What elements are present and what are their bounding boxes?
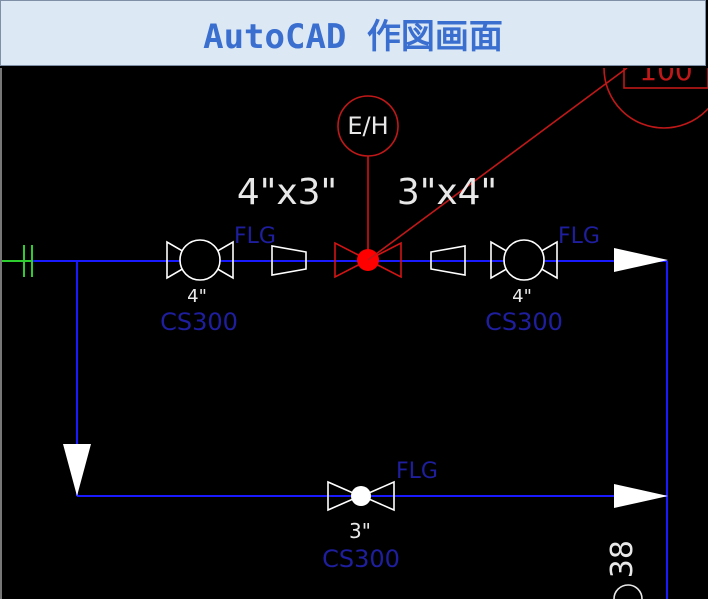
tag-number: 100	[639, 68, 692, 87]
right-edge-glyph-fragment	[613, 584, 643, 599]
right-reducer-symbol[interactable]	[430, 245, 466, 276]
right-valve-size: 4"	[512, 286, 532, 307]
drawing-canvas[interactable]: E/H 100	[0, 68, 708, 599]
flg-label-right: FLG	[558, 224, 600, 249]
left-valve-symbol[interactable]	[166, 239, 234, 281]
flange-symbol	[2, 245, 33, 277]
left-valve-size: 4"	[187, 286, 207, 307]
right-edge-tag: 38	[605, 540, 640, 578]
reducer-size-right: 3"x4"	[397, 172, 497, 213]
reducer-size-left: 4"x3"	[237, 172, 337, 213]
right-valve-symbol[interactable]	[490, 239, 558, 281]
bottom-valve-spec: CS300	[322, 545, 400, 573]
left-reducer-symbol[interactable]	[271, 245, 307, 276]
right-valve-spec: CS300	[485, 308, 563, 336]
eh-label: E/H	[347, 112, 388, 140]
piping-diagram: E/H 100	[2, 68, 708, 599]
flow-arrow-right-bottom	[614, 484, 668, 508]
flg-label-left: FLG	[234, 224, 276, 249]
flg-label-bottom: FLG	[396, 459, 438, 484]
pipe-lines	[32, 260, 668, 599]
bottom-valve-size: 3"	[349, 519, 371, 543]
leader-line	[367, 68, 628, 261]
bottom-valve-symbol[interactable]	[327, 480, 395, 512]
flow-arrow-right-top	[614, 248, 668, 272]
left-valve-spec: CS300	[160, 308, 238, 336]
eh-instrument-bubble[interactable]: E/H	[337, 95, 399, 157]
control-valve-symbol[interactable]	[334, 156, 402, 279]
instrument-tag-bubble[interactable]: 100	[603, 68, 708, 129]
flow-arrow-down	[63, 444, 91, 496]
title-bar: AutoCAD 作図画面	[0, 0, 706, 66]
page-title: AutoCAD 作図画面	[203, 16, 503, 57]
